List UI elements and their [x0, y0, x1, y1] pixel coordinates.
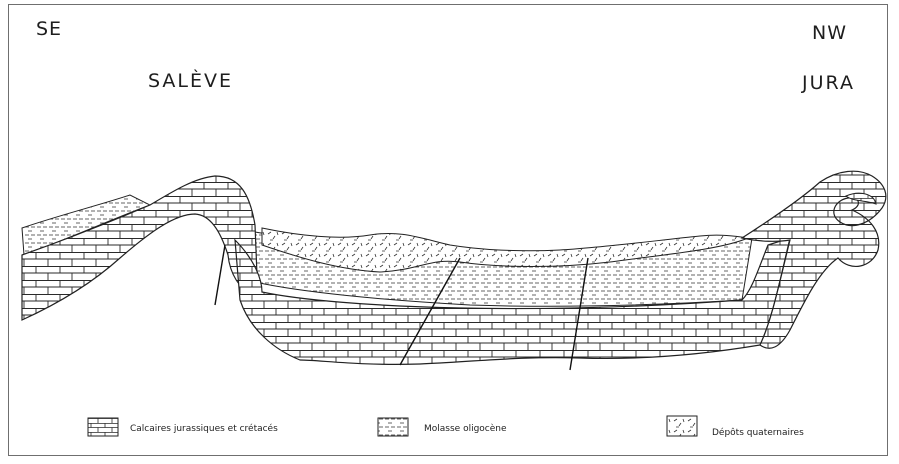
orientation-label-left: SE	[36, 18, 62, 40]
place-label-saleve: SALÈVE	[148, 70, 233, 92]
place-label-jura: JURA	[802, 72, 855, 94]
saleve-anticline	[22, 176, 258, 320]
legend-symbol-quaternary	[667, 416, 697, 436]
legend-label-molasse: Molasse oligocène	[424, 424, 507, 434]
legend-symbol-limestone	[88, 418, 118, 436]
fault-line-1	[215, 245, 225, 305]
legend-symbol-molasse	[378, 418, 408, 436]
legend-label-quaternary: Dépôts quaternaires	[712, 428, 804, 438]
orientation-label-right: NW	[812, 22, 847, 44]
legend-label-limestone: Calcaires jurassiques et crétacés	[130, 424, 278, 434]
